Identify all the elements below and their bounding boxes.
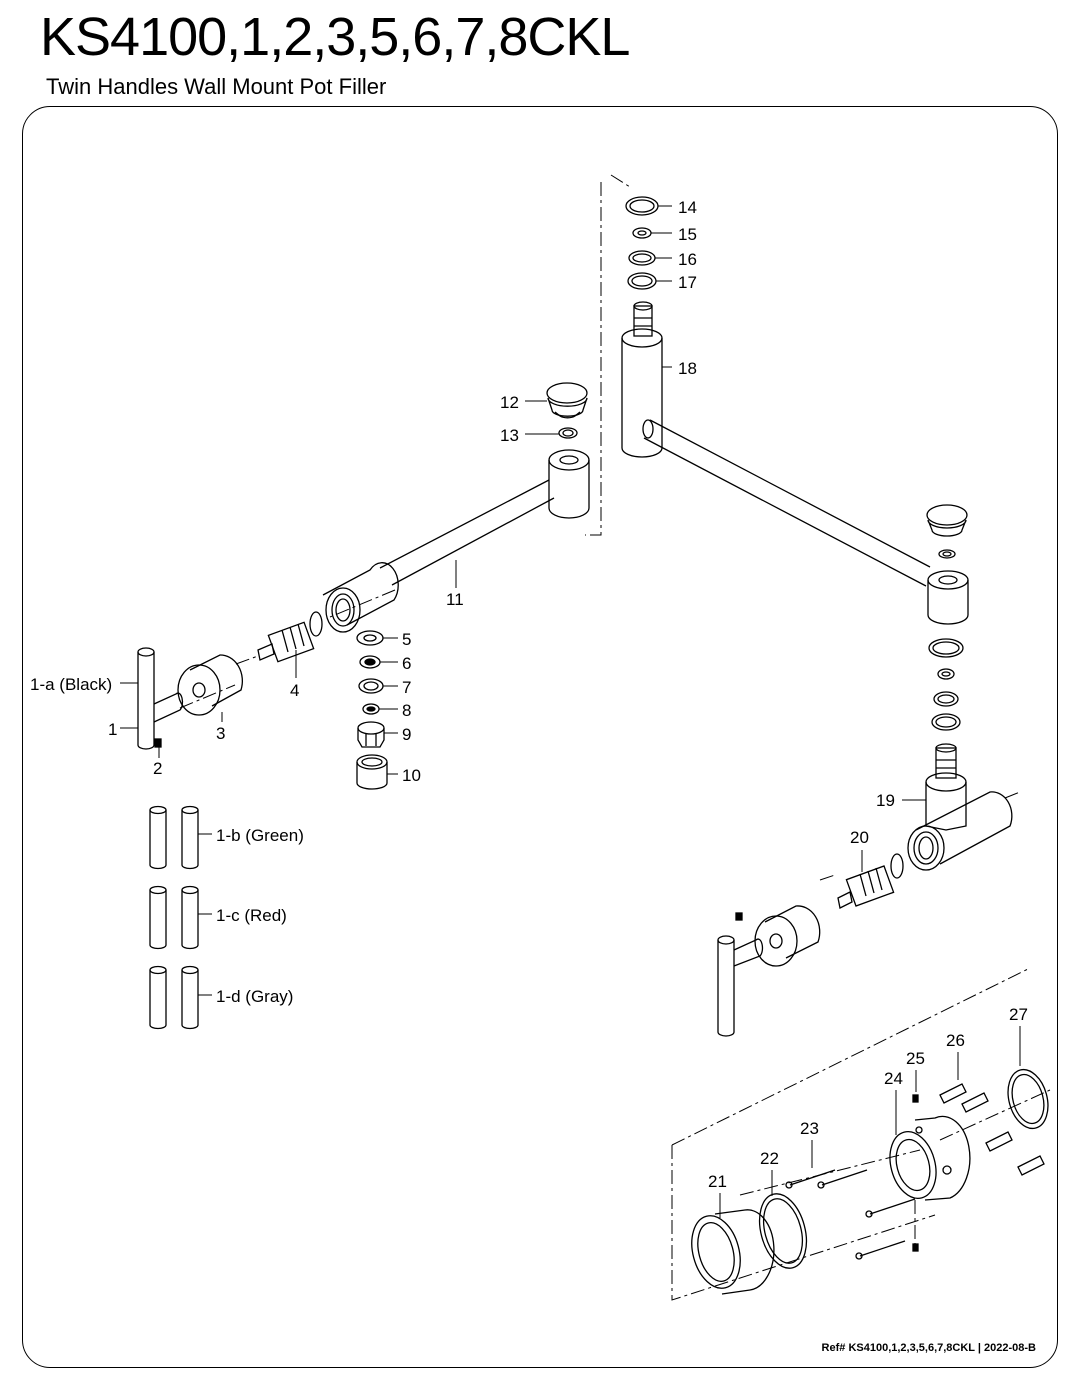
- label-10: 10: [402, 766, 421, 785]
- cartridge-20-part: [837, 853, 904, 909]
- label-2: 2: [153, 759, 162, 778]
- label-19: 19: [876, 791, 895, 810]
- cap-12-part: [546, 382, 588, 419]
- label-16: 16: [678, 250, 697, 269]
- washer-7-part: [358, 678, 384, 694]
- right-handle-assembly: [717, 905, 821, 1037]
- label-4: 4: [290, 681, 299, 700]
- washer-8-part: [362, 703, 380, 715]
- handle-set-1b: [149, 805, 199, 870]
- flange-21-part: [691, 1209, 775, 1295]
- label-25: 25: [906, 1049, 925, 1068]
- dashed-guide-lines: [179, 174, 1051, 1301]
- label-12: 12: [500, 393, 519, 412]
- reference-footer: Ref# KS4100,1,2,3,5,6,7,8CKL | 2022-08-B: [821, 1342, 1036, 1354]
- label-17: 17: [678, 273, 697, 292]
- model-title: KS4100,1,2,3,5,6,7,8CKL: [40, 7, 630, 67]
- cartridge-4-part: [257, 611, 323, 663]
- label-3: 3: [216, 724, 225, 743]
- label-11: 11: [446, 590, 464, 609]
- adapter-10-part: [356, 754, 388, 790]
- label-20: 20: [850, 828, 869, 847]
- label-15: 15: [678, 225, 697, 244]
- screw-25-part: [912, 1094, 919, 1252]
- label-27: 27: [1009, 1005, 1028, 1024]
- screws-23-part: [785, 1169, 916, 1260]
- oring-22-part: [758, 1193, 808, 1269]
- spout-arm-11-part: [322, 449, 590, 633]
- callout-labels: 14 15 16 17 18 12 13 11 5 6 7 8 9 10 4 1…: [30, 198, 1028, 1191]
- label-5: 5: [402, 630, 411, 649]
- washer-16-part: [628, 250, 656, 266]
- label-1a: 1-a (Black): [30, 675, 112, 694]
- label-23: 23: [800, 1119, 819, 1138]
- diagram-frame: [22, 106, 1058, 1368]
- handle-1-part: [137, 647, 184, 750]
- oring-27-part: [1007, 1068, 1049, 1130]
- handle-set-1d: [149, 965, 199, 1030]
- nut-9-part: [357, 721, 385, 748]
- label-14: 14: [678, 198, 697, 217]
- label-13: 13: [500, 426, 519, 445]
- label-1b: 1-b (Green): [216, 826, 304, 845]
- washer-17-part: [627, 272, 657, 290]
- anchors-26-part: [939, 1083, 1045, 1176]
- label-21: 21: [708, 1172, 727, 1191]
- washer-5-part: [356, 630, 384, 646]
- swivel-body-18-part: [621, 301, 931, 587]
- washer-13-part: [558, 427, 578, 439]
- label-9: 9: [402, 725, 411, 744]
- right-cap-assembly: [926, 504, 969, 731]
- label-1d: 1-d (Gray): [216, 987, 293, 1006]
- label-6: 6: [402, 654, 411, 673]
- product-subtitle: Twin Handles Wall Mount Pot Filler: [46, 74, 387, 99]
- set-screw-2-part: [154, 738, 162, 748]
- label-1: 1: [108, 720, 117, 739]
- handle-set-1c: [149, 885, 199, 950]
- label-22: 22: [760, 1149, 779, 1168]
- valve-body-19-part: [907, 743, 1013, 871]
- washer-15-part: [632, 227, 652, 239]
- label-18: 18: [678, 359, 697, 378]
- label-1c: 1-c (Red): [216, 906, 287, 925]
- leader-lines: [120, 205, 1021, 1218]
- oring-14-part: [625, 196, 659, 216]
- mounting-ring-24-part: [889, 1115, 971, 1201]
- label-8: 8: [402, 701, 411, 720]
- washer-6-part: [359, 655, 381, 669]
- label-24: 24: [884, 1069, 903, 1088]
- label-7: 7: [402, 678, 411, 697]
- escutcheon-3-part: [177, 654, 244, 716]
- label-26: 26: [946, 1031, 965, 1050]
